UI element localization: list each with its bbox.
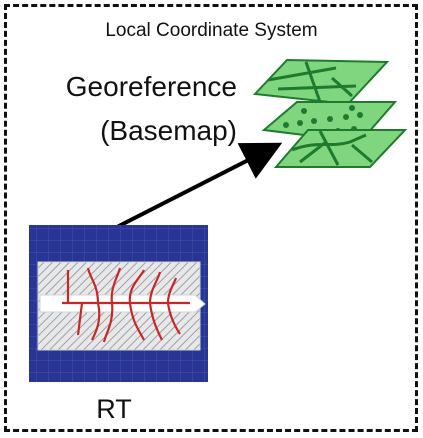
basemap-stack-icon: [252, 58, 408, 168]
floorplan-icon: [29, 225, 208, 382]
local-coordinate-frame: [4, 4, 418, 432]
rt-label: RT: [96, 394, 132, 424]
container-title: Local Coordinate System: [105, 20, 318, 41]
georeference-label-line1: Georeference: [65, 71, 237, 102]
georeference-label-line2: (Basemap): [100, 115, 237, 146]
arrow-icon: [114, 142, 283, 230]
